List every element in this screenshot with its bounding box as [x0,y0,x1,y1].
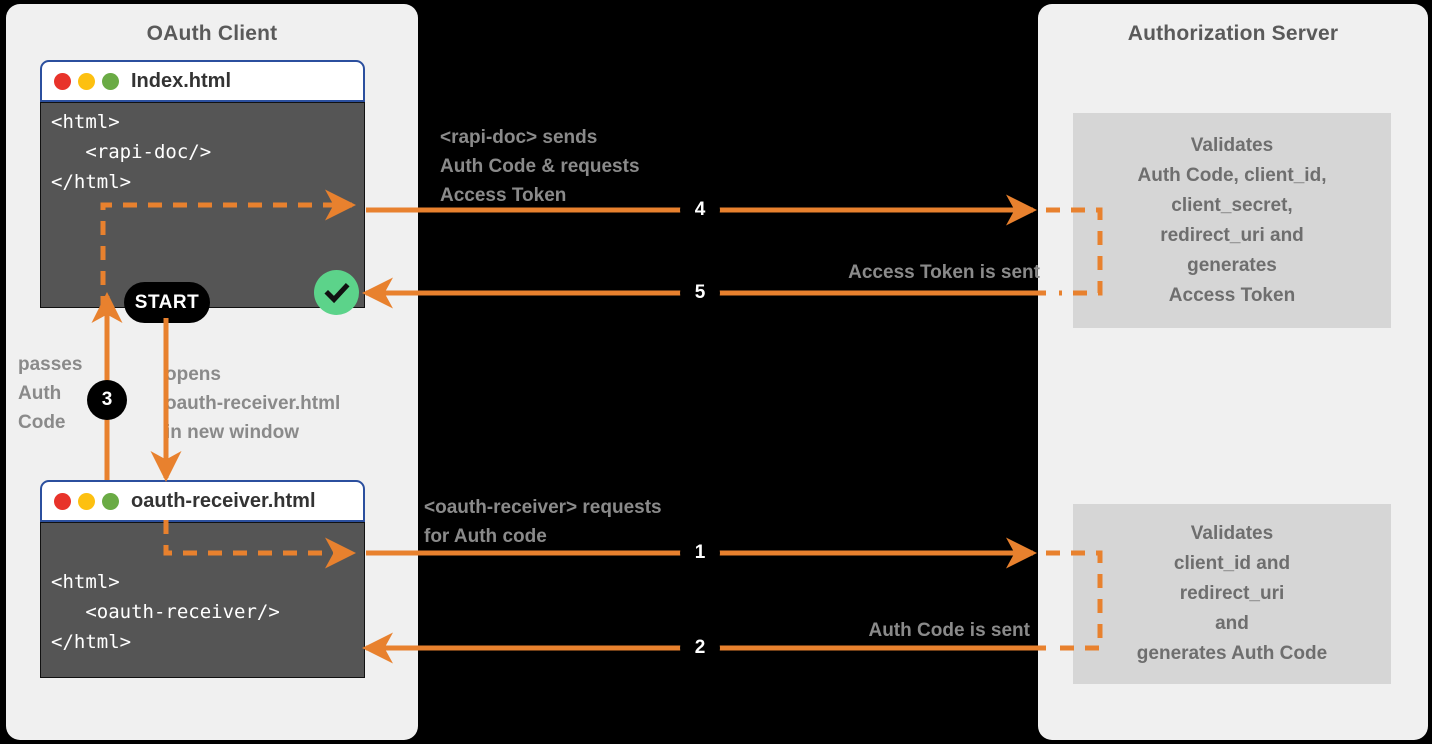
step-label-2: Auth Code is sent [868,620,1030,641]
step-badge-4: 4 [680,190,720,230]
close-dot-icon[interactable] [54,492,71,510]
traffic-light-dots [54,72,119,90]
window-title-index: Index.html [131,69,232,92]
process-box-access-token: Validates Auth Code, client_id, client_s… [1073,113,1391,328]
process-box-auth-code: Validates client_id and redirect_uri and… [1073,504,1391,684]
window-titlebar-oauth-receiver[interactable]: oauth-receiver.html [40,480,365,522]
maximize-dot-icon[interactable] [102,72,119,90]
panel-title-authorization-server: Authorization Server [1127,22,1339,45]
start-marker: START [124,282,210,323]
code-snippet-index: <html> <rapi-doc/> </html> [51,111,212,193]
browser-window-oauth-receiver[interactable]: oauth-receiver.html <html> <oauth-receiv… [40,480,365,678]
window-body-oauth-receiver: <html> <oauth-receiver/> </html> [40,522,365,678]
step-badge-5: 5 [680,273,720,313]
step-badge-1: 1 [680,533,720,573]
maximize-dot-icon[interactable] [102,492,119,510]
process-text-auth-code: Validates client_id and redirect_uri and… [1136,523,1328,664]
traffic-light-dots [54,492,119,510]
close-dot-icon[interactable] [54,72,71,90]
step-label-3: passes Auth Code [18,354,83,433]
minimize-dot-icon[interactable] [78,492,95,510]
step-badge-3: 3 [87,380,127,420]
browser-window-index[interactable]: Index.html <html> <rapi-doc/> </html> [40,60,365,308]
minimize-dot-icon[interactable] [78,72,95,90]
step-label-1: <oauth-receiver> requests for Auth code [424,497,662,547]
window-body-index: <html> <rapi-doc/> </html> [40,102,365,308]
step-label-5: Access Token is sent [848,262,1040,283]
panel-title-oauth-client: OAuth Client [146,22,278,45]
window-title-oauth-receiver: oauth-receiver.html [131,489,316,512]
window-titlebar-index[interactable]: Index.html [40,60,365,102]
success-check-badge [314,270,359,315]
step-label-4: <rapi-doc> sends Auth Code & requests Ac… [440,127,640,206]
step-badge-2: 2 [680,628,720,668]
code-snippet-oauth-receiver: <html> <oauth-receiver/> </html> [51,571,280,653]
annotation-opens-new-window: opens oauth-receiver.html in new window [165,364,341,443]
process-text-access-token: Validates Auth Code, client_id, client_s… [1137,134,1327,306]
